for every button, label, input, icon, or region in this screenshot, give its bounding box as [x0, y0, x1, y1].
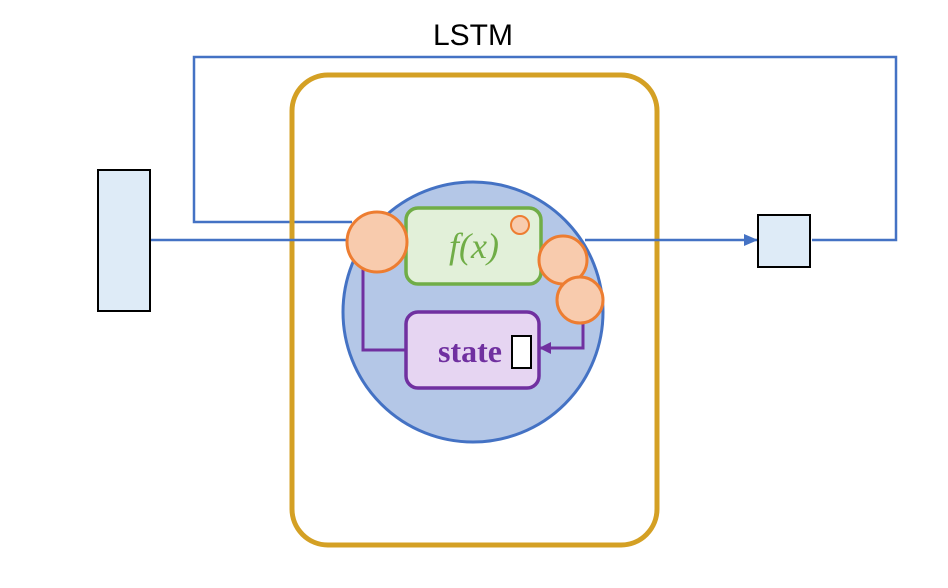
output-box — [757, 214, 811, 268]
forget-gate-circle — [555, 275, 605, 325]
function-gate-indicator — [510, 215, 530, 235]
lstm-cell-frame — [289, 72, 660, 548]
input-gate-circle — [345, 210, 409, 274]
state-label: state — [438, 333, 502, 369]
function-label: f(x) — [449, 226, 499, 266]
state-update-path — [539, 322, 585, 354]
state-box — [404, 310, 541, 390]
diagram-title: LSTM — [433, 19, 513, 52]
state-memory-cell — [511, 335, 532, 369]
gate-to-state-path — [361, 268, 405, 352]
input-box — [97, 169, 151, 312]
recurrent-feedback-line — [192, 55, 898, 242]
